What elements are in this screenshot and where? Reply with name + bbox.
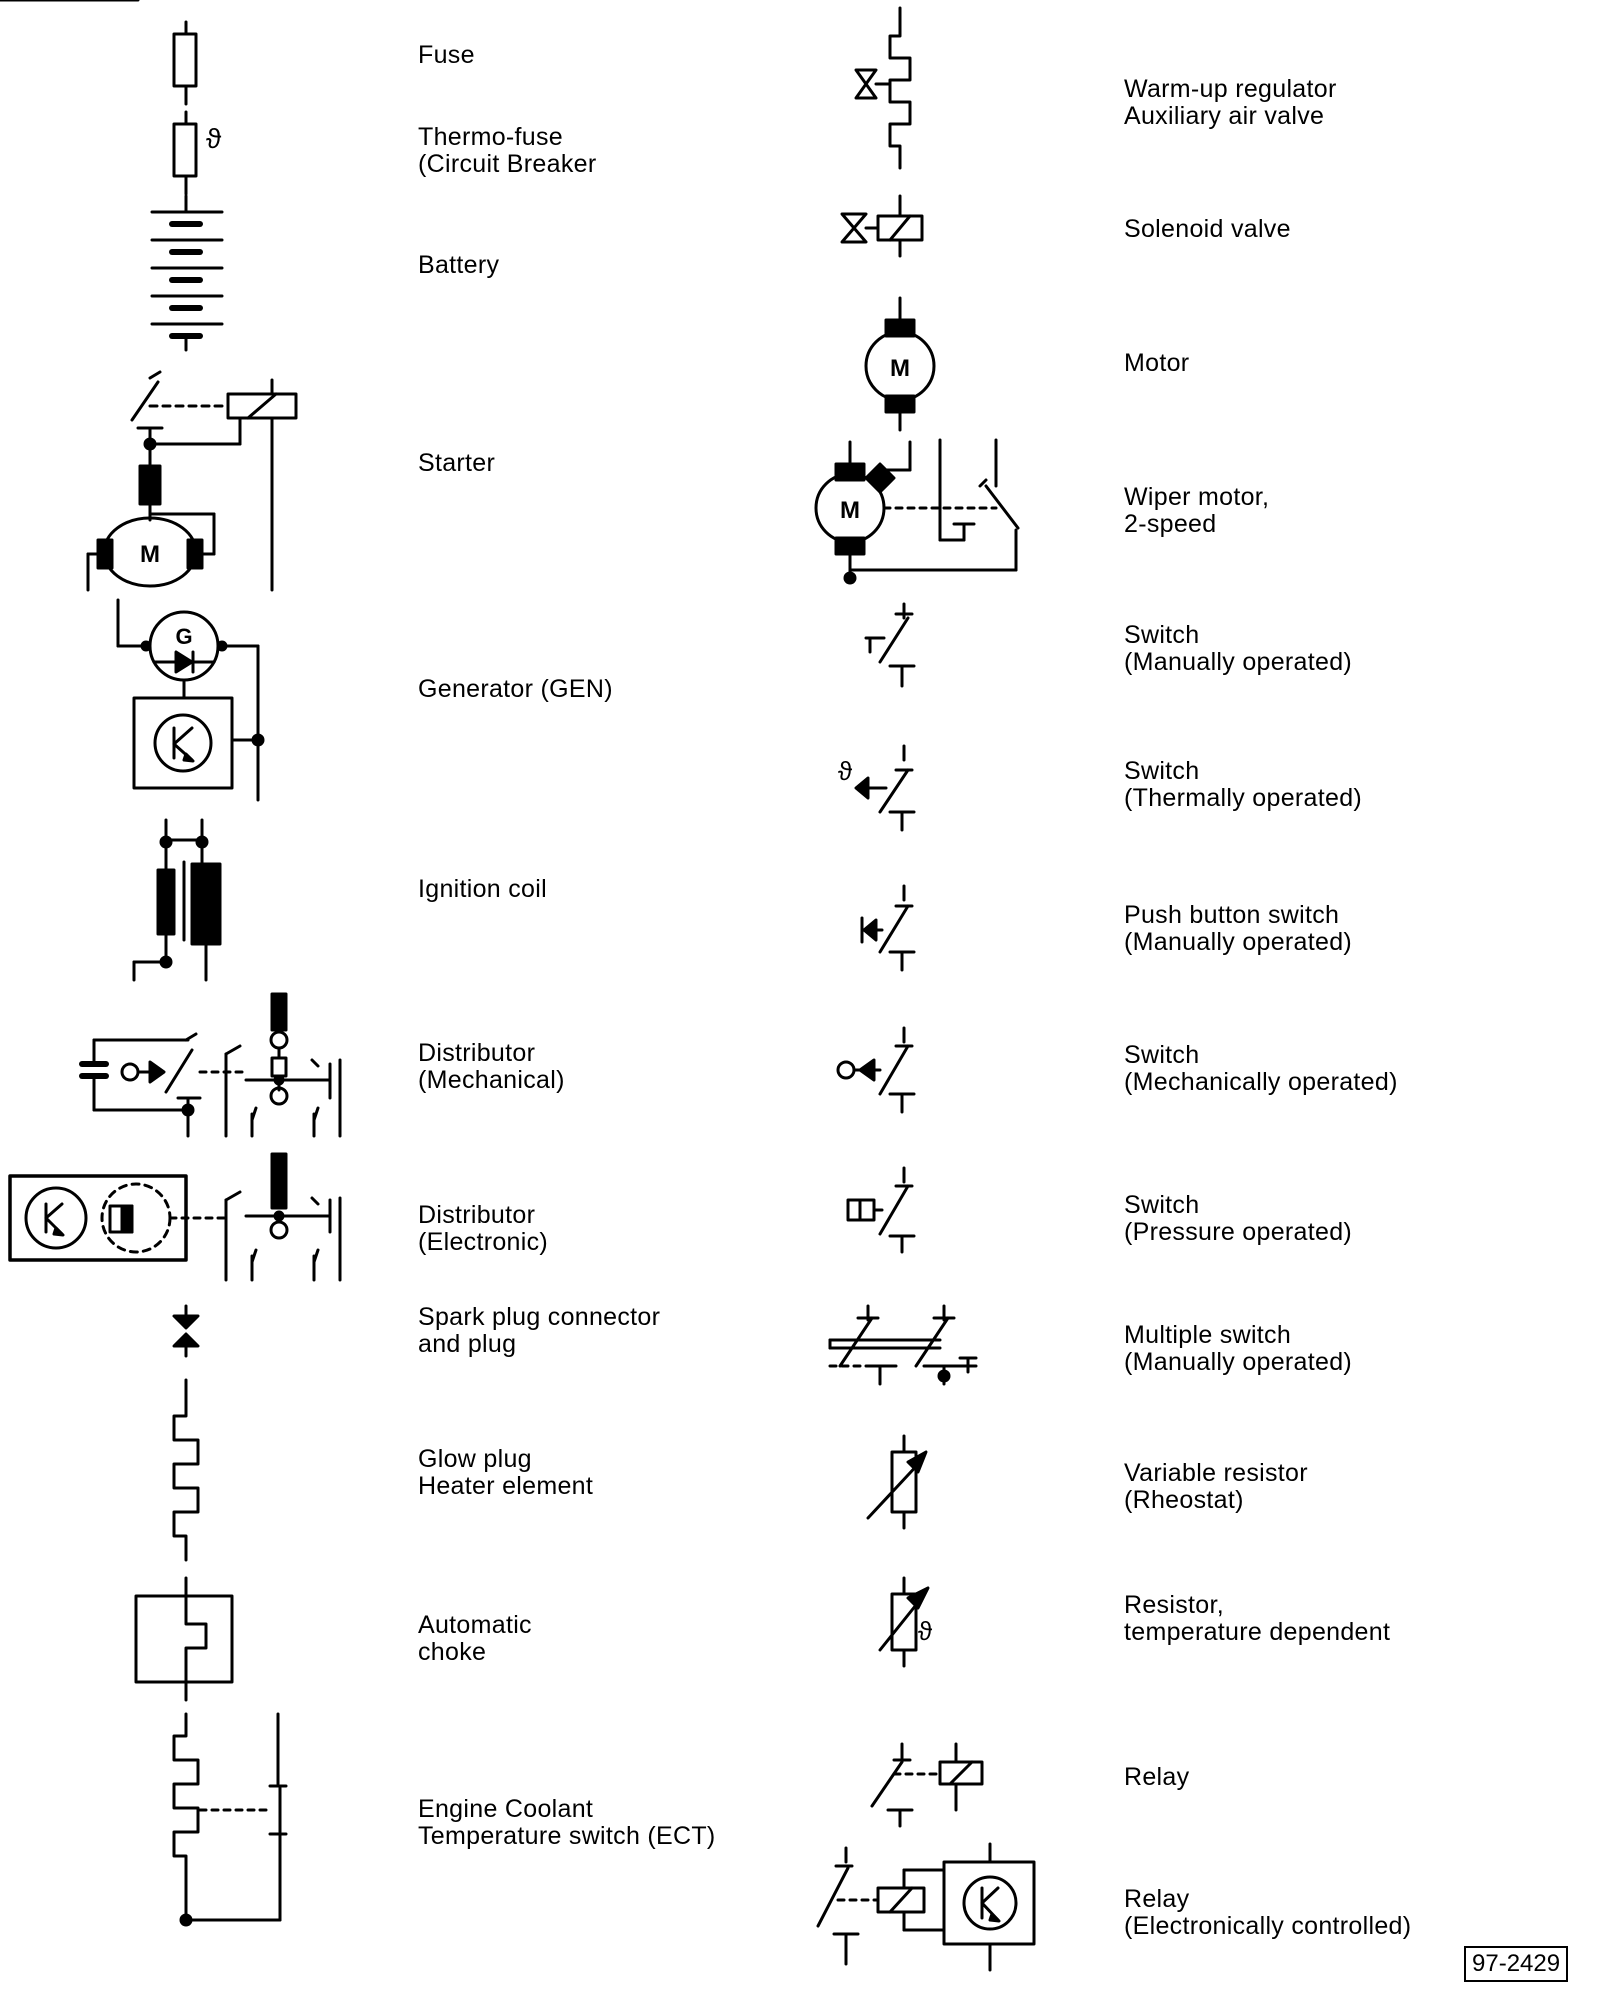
label-switch-thermal: Switch (Thermally operated) — [1124, 757, 1363, 812]
svg-text:ϑ: ϑ — [838, 756, 853, 786]
glow-plug-icon — [172, 1378, 200, 1562]
rheostat-icon — [866, 1434, 928, 1530]
label-distributor-electronic: Distributor (Electronic) — [418, 1201, 549, 1256]
distributor-electronic-icon — [8, 1152, 342, 1282]
motor-icon: M — [864, 296, 936, 432]
battery-icon — [150, 194, 224, 352]
label-push-button: Push button switch (Manually operated) — [1124, 901, 1353, 956]
label-battery: Battery — [418, 251, 500, 279]
electronic-relay-icon — [816, 1842, 1036, 1972]
label-wiper-motor: Wiper motor, 2-speed — [1124, 483, 1270, 538]
label-fuse: Fuse — [418, 41, 475, 69]
ignition-coil-icon — [132, 818, 222, 982]
label-switch-pressure: Switch (Pressure operated) — [1124, 1191, 1353, 1246]
label-motor: Motor — [1124, 349, 1190, 377]
spark-plug-icon — [172, 1304, 200, 1358]
mechanical-switch-icon — [836, 1026, 916, 1114]
thermal-switch-icon: ϑ — [838, 744, 916, 832]
motor-glyph: M — [890, 355, 910, 382]
multiple-switch-icon — [828, 1304, 978, 1386]
label-thermo-fuse: Thermo-fuse (Circuit Breaker — [418, 123, 597, 178]
relay-icon — [870, 1742, 984, 1828]
svg-text:ϑ: ϑ — [918, 1616, 933, 1646]
label-automatic-choke: Automatic choke — [418, 1611, 532, 1666]
label-warm-up-regulator: Warm-up regulator Auxiliary air valve — [1124, 75, 1337, 130]
label-generator: Generator (GEN) — [418, 675, 613, 703]
ect-switch-icon — [172, 1712, 288, 1927]
automatic-choke-icon — [134, 1576, 234, 1702]
label-multiple-switch: Multiple switch (Manually operated) — [1124, 1321, 1353, 1376]
pressure-switch-icon — [846, 1166, 916, 1254]
label-spark-plug: Spark plug connector and plug — [418, 1303, 661, 1358]
fuse-icon — [172, 20, 198, 106]
label-ect-switch: Engine Coolant Temperature switch (ECT) — [418, 1795, 716, 1850]
label-rheostat: Variable resistor (Rheostat) — [1124, 1459, 1308, 1514]
thermo-fuse-icon: ϑ — [172, 110, 222, 196]
figure-number: 97-2429 — [1464, 1946, 1569, 1982]
push-button-switch-icon — [860, 884, 916, 972]
label-solenoid-valve: Solenoid valve — [1124, 215, 1291, 243]
label-switch-mechanical: Switch (Mechanically operated) — [1124, 1041, 1398, 1096]
starter-icon: M — [0, 0, 298, 592]
label-starter: Starter — [418, 449, 496, 477]
wiper-motor-glyph: M — [840, 497, 860, 524]
label-switch-manual: Switch (Manually operated) — [1124, 621, 1353, 676]
warm-up-regulator-icon — [854, 6, 912, 170]
solenoid-valve-icon — [840, 194, 924, 258]
generator-icon: G — [116, 598, 265, 802]
generator-glyph: G — [175, 624, 192, 649]
starter-glyph: M — [140, 541, 160, 568]
wiper-motor-icon: M — [814, 438, 1020, 585]
manual-switch-icon — [864, 602, 916, 688]
label-ignition-coil: Ignition coil — [418, 875, 547, 903]
svg-text:ϑ: ϑ — [206, 123, 222, 154]
distributor-mechanical-icon — [79, 992, 342, 1138]
temp-resistor-icon: ϑ — [878, 1576, 933, 1668]
label-distributor-mechanical: Distributor (Mechanical) — [418, 1039, 565, 1094]
label-temp-resistor: Resistor, temperature dependent — [1124, 1591, 1391, 1646]
label-glow-plug: Glow plug Heater element — [418, 1445, 594, 1500]
label-relay: Relay — [1124, 1763, 1190, 1791]
label-relay-electronic: Relay (Electronically controlled) — [1124, 1885, 1412, 1940]
